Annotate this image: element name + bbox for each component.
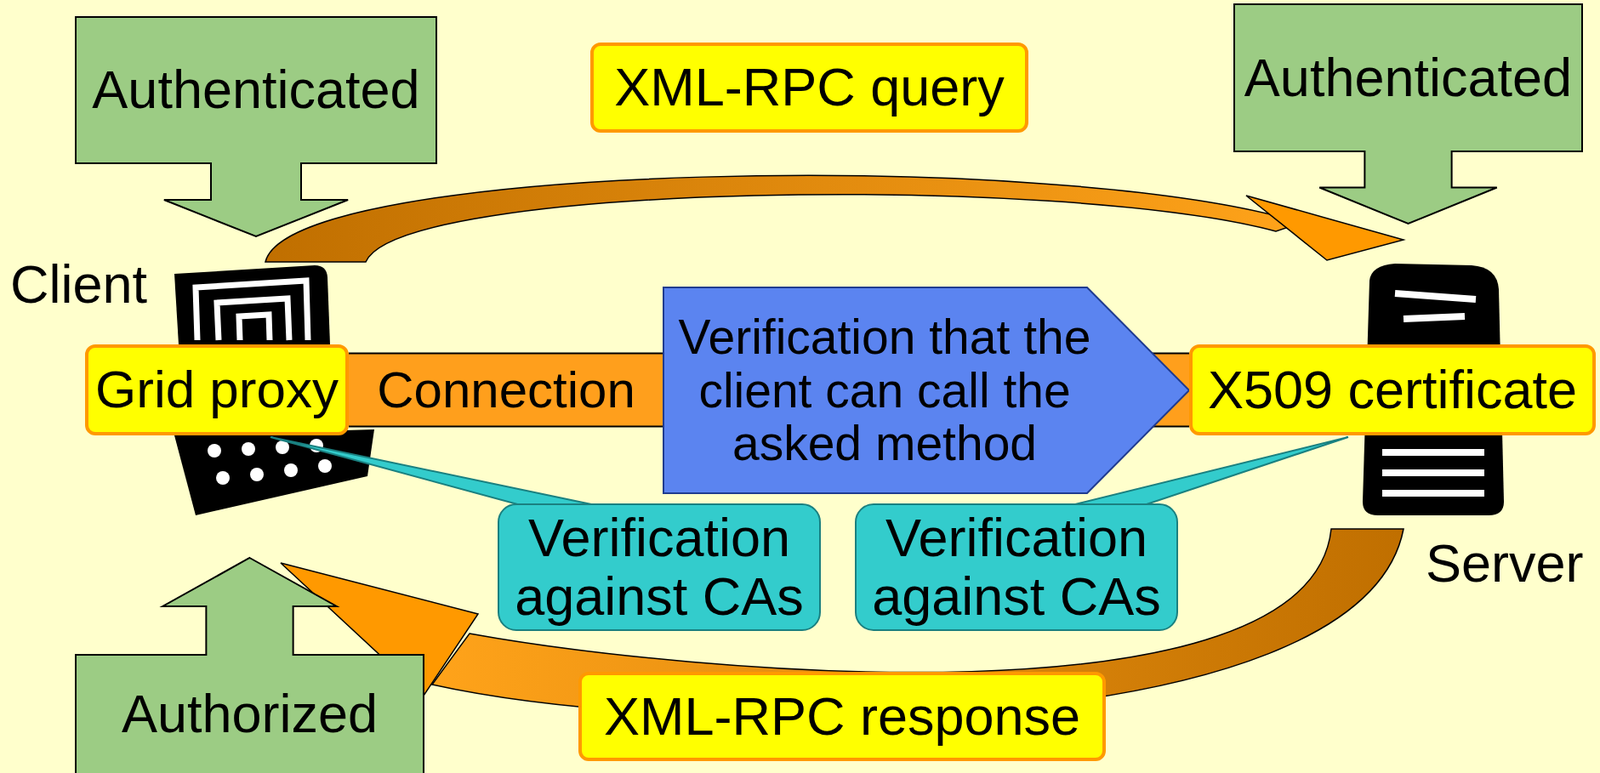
node-outline [75,558,424,773]
node-outline [663,287,1190,494]
node-text: Verification against CAs [507,508,811,627]
client-icon-dot [216,471,230,485]
client-icon-dot [318,459,332,473]
certificate-box: X509 certificate [1189,344,1596,436]
proxy-box: Grid proxy [85,344,349,436]
node-outline [1234,4,1583,224]
node-text: XML-RPC response [588,687,1096,746]
node-text: XML-RPC query [600,57,1019,117]
node-outline [1234,4,1583,224]
client-icon-dot [241,442,256,456]
client-icon-detail [195,280,308,341]
actor-label: Server [1425,534,1584,593]
node-text: Verification that the client can call th… [663,310,1106,471]
callout-box: Verification against CAs [497,503,821,632]
connection-label: Connection [375,362,638,419]
node-text: Authenticated [1234,48,1583,108]
node-text: Authorized [75,684,424,744]
message-box: XML-RPC response [578,671,1106,762]
node-outline [75,17,437,237]
client-icon-dot [284,463,298,478]
node-text: Grid proxy [95,360,339,419]
authorized-arrow: Authorized [75,558,424,773]
callout-pointer [270,437,596,506]
node-text: X509 certificate [1199,360,1586,420]
query-arc [265,175,1302,262]
authenticated-arrow: Authenticated [75,17,437,237]
node-outline [75,17,437,237]
node-text: Verification against CAs [865,508,1168,627]
client-icon [174,265,331,345]
authenticated-arrow: Authenticated [1234,4,1583,224]
client-icon-dot [207,444,222,458]
client-icon-dot [250,467,264,482]
client-icon [174,429,375,516]
verification-arrow: Verification that the client can call th… [663,287,1190,494]
actor-label: Client [10,255,148,314]
client-icon-dot [275,440,290,455]
callout-box: Verification against CAs [854,503,1179,632]
message-box: XML-RPC query [590,42,1029,133]
node-text: Authenticated [75,60,437,120]
